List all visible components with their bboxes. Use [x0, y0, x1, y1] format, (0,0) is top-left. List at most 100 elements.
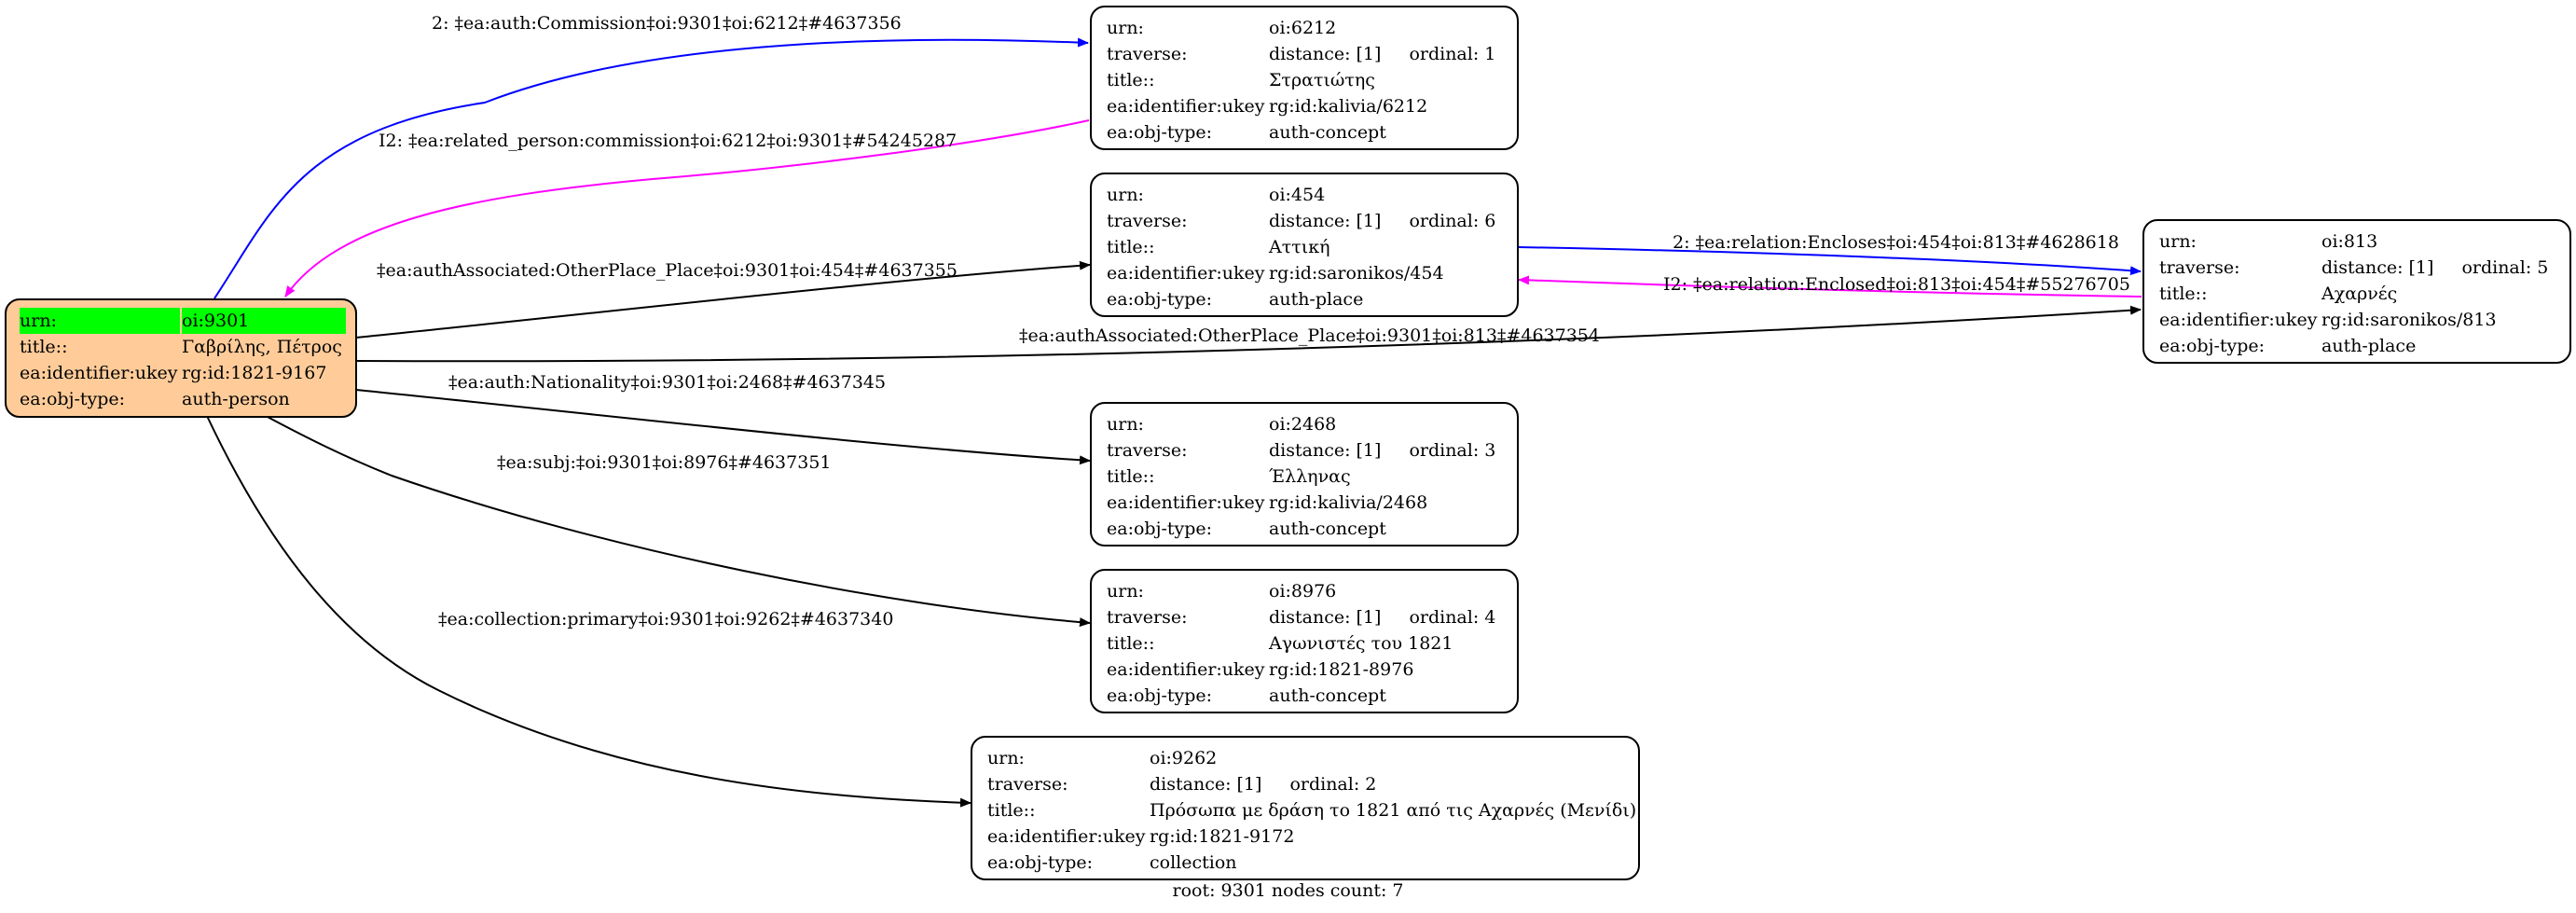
node-ukey-value: rg:id:saronikos/813 — [2321, 310, 2497, 330]
node-title-key: title:: — [1107, 237, 1155, 257]
node-traverse-key: traverse: — [987, 774, 1068, 795]
node-urn-key: urn: — [1107, 414, 1144, 435]
node-ordinal: ordinal: 3 — [1409, 440, 1496, 461]
node-ukey-value: rg:id:1821-8976 — [1269, 659, 1414, 680]
node-type-key: ea:obj-type: — [1107, 519, 1213, 539]
graph-caption: root: 9301 nodes count: 7 — [1172, 880, 1404, 901]
node-urn-row: urn: oi:9262 — [987, 745, 1638, 771]
node-traverse-key: traverse: — [2159, 257, 2240, 278]
node-title-value: Πρόσωπα με δράση το 1821 από τις Αχαρνές… — [1150, 800, 1637, 821]
node-type-value: auth-concept — [1269, 685, 1386, 706]
edge-label-nationality: ‡ea:auth:Nationality‡oi:9301‡oi:2468‡#46… — [448, 372, 886, 393]
node-2468[interactable]: urn: oi:2468 traverse: distance: [1] ordina… — [1090, 402, 1519, 546]
node-type-row: ea:obj-type:auth-concept — [1107, 516, 1517, 542]
node-type-row: ea:obj-type:auth-place — [1107, 286, 1517, 312]
node-urn-row: urn:oi:813 — [2159, 228, 2569, 255]
node-title-value: Αχαρνές — [2321, 284, 2398, 304]
root-title-value: Γαβρίλης, Πέτρος — [182, 337, 342, 357]
root-ukey-key: ea:identifier:ukey — [20, 363, 178, 383]
node-urn-key: urn: — [1107, 185, 1144, 205]
node-urn-row: urn: oi:454 — [1107, 182, 1517, 208]
edge-label-collection: ‡ea:collection:primary‡oi:9301‡oi:9262‡#… — [438, 609, 893, 629]
edge-enclosed — [1518, 275, 2142, 297]
node-type-key: ea:obj-type: — [1107, 289, 1213, 310]
node-title-row: title::Έλληνας — [1107, 463, 1517, 490]
node-ukey-key: ea:identifier:ukey — [1107, 263, 1265, 284]
node-urn-row: urn:oi:6212 — [1107, 15, 1517, 41]
node-title-value: Αττική — [1269, 237, 1330, 257]
edge-label-related-person: I2: ‡ea:related_person:commission‡oi:621… — [379, 131, 957, 151]
node-6212[interactable]: urn:oi:6212 traverse:distance: [1]ordina… — [1090, 6, 1519, 150]
node-urn-key: urn: — [1107, 581, 1144, 602]
node-813[interactable]: urn:oi:813 traverse:distance: [1]ordinal… — [2142, 219, 2571, 364]
node-title-row: title::Αττική — [1107, 234, 1517, 260]
node-distance: distance: [1] — [1269, 211, 1382, 231]
node-traverse-key: traverse: — [1107, 440, 1188, 461]
node-traverse-row: traverse:distance: [1]ordinal: 4 — [1107, 604, 1517, 630]
node-distance: distance: [1] — [1269, 607, 1382, 628]
node-urn-key: urn: — [2159, 231, 2197, 252]
node-title-key: title:: — [1107, 466, 1155, 487]
node-type-row: ea:obj-type: auth-concept — [1107, 119, 1517, 145]
node-9262[interactable]: urn: oi:9262 traverse: distance: [1] ordina… — [971, 736, 1640, 880]
node-traverse-row: traverse: distance: [1] ordinal: 2 — [987, 771, 1638, 797]
node-traverse-row: traverse: distance: [1] ordinal: 3 — [1107, 437, 1517, 463]
node-ukey-key: ea:identifier:ukey — [2159, 310, 2318, 330]
node-urn-row: urn: oi:2468 — [1107, 411, 1517, 437]
node-urn-value: oi:9262 — [1150, 748, 1218, 768]
edge-label-assoc-813: ‡ea:authAssociated:OtherPlace_Place‡oi:9… — [1019, 325, 1600, 346]
node-type-row: ea:obj-type:auth-place — [2159, 333, 2569, 359]
node-urn-key: urn: — [1107, 18, 1144, 38]
node-type-key: ea:obj-type: — [1107, 122, 1213, 143]
node-title-value: Αγωνιστές του 1821 — [1269, 633, 1453, 654]
node-ordinal: ordinal: 4 — [1409, 607, 1496, 628]
node-ordinal: ordinal: 6 — [1409, 211, 1496, 231]
node-urn-value: oi:8976 — [1269, 581, 1337, 602]
node-distance: distance: [1] — [1269, 440, 1382, 461]
node-title-key: title:: — [2159, 284, 2208, 304]
node-traverse-row: traverse:distance: [1]ordinal: 1 — [1107, 41, 1517, 67]
node-traverse-key: traverse: — [1107, 211, 1188, 231]
node-title-row: title::Στρατιώτης — [1107, 67, 1517, 93]
edge-subj — [265, 415, 1091, 628]
node-type-row: ea:obj-type:auth-concept — [1107, 683, 1517, 709]
edge-nationality — [355, 389, 1091, 465]
node-454[interactable]: urn: oi:454 traverse: distance: [1] ordinal… — [1090, 173, 1519, 317]
node-ukey-value: rg:id:kalivia/2468 — [1269, 492, 1428, 513]
edge-commission — [214, 37, 1089, 299]
node-type-value: auth-concept — [1269, 122, 1386, 143]
node-ordinal: ordinal: 5 — [2461, 257, 2549, 278]
root-title-key: title:: — [20, 337, 68, 357]
node-title-row: title::Αγωνιστές του 1821 — [1107, 630, 1517, 657]
node-ukey-key: ea:identifier:ukey — [1107, 96, 1265, 117]
root-urn-key: urn: — [20, 308, 180, 334]
root-type-value: auth-person — [182, 389, 290, 409]
root-type-row: ea:obj-type: auth-person — [20, 386, 355, 412]
node-8976[interactable]: urn:oi:8976 traverse:distance: [1]ordina… — [1090, 569, 1519, 713]
node-distance: distance: [1] — [1150, 774, 1262, 795]
edge-collection — [206, 415, 971, 808]
node-title-key: title:: — [987, 800, 1036, 821]
node-urn-value: oi:454 — [1269, 185, 1326, 205]
node-type-row: ea:obj-type:collection — [987, 850, 1638, 876]
node-traverse-row: traverse: distance: [1] ordinal: 6 — [1107, 208, 1517, 234]
node-distance: distance: [1] — [1269, 44, 1382, 64]
root-title-row: title:: Γαβρίλης, Πέτρος — [20, 334, 355, 360]
node-ukey-value: rg:id:saronikos/454 — [1269, 263, 1444, 284]
edge-label-enclosed: I2: ‡ea:relation:Enclosed‡oi:813‡oi:454‡… — [1663, 274, 2130, 295]
node-ordinal: ordinal: 2 — [1289, 774, 1377, 795]
node-traverse-key: traverse: — [1107, 44, 1188, 64]
node-urn-value: oi:2468 — [1269, 414, 1337, 435]
node-title-row: title::Πρόσωπα με δράση το 1821 από τις … — [987, 797, 1638, 823]
node-title-value: Έλληνας — [1269, 466, 1351, 487]
node-ukey-key: ea:identifier:ukey — [1107, 659, 1265, 680]
root-ukey-value: rg:id:1821-9167 — [182, 363, 327, 383]
node-urn-key: urn: — [987, 748, 1025, 768]
node-root-9301[interactable]: urn: oi:9301 title:: Γαβρίλης, Πέτρος ea… — [5, 298, 357, 418]
edge-related-person — [284, 119, 1090, 297]
